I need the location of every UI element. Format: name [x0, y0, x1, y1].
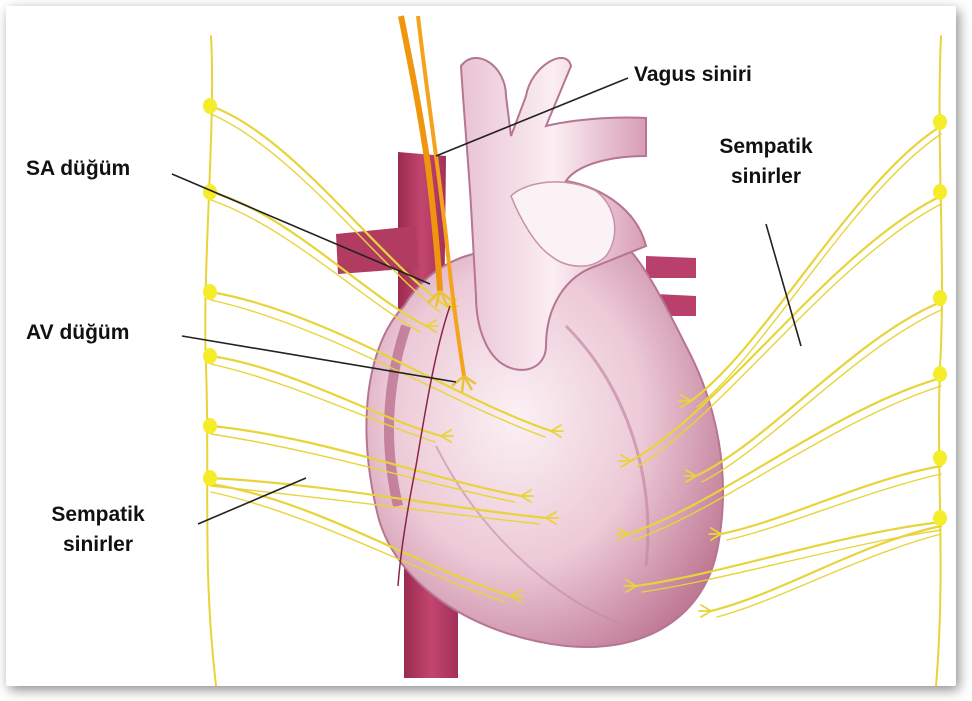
label-sympathetic-left-line2: sinirler: [40, 530, 156, 560]
ganglion: [933, 510, 947, 526]
nerve-ending: [699, 605, 711, 617]
ganglion: [933, 366, 947, 382]
label-sympathetic-right: Sempatik sinirler: [708, 132, 824, 192]
label-av-node: AV düğüm: [26, 318, 129, 348]
ganglion: [203, 348, 217, 364]
right-nerve-branch: [727, 474, 941, 540]
ganglion: [203, 284, 217, 300]
label-sympathetic-right-line1: Sempatik: [708, 132, 824, 162]
figure-frame: Vagus siniri SA düğüm AV düğüm Sempatik …: [6, 6, 956, 686]
label-sympathetic-right-line2: sinirler: [708, 162, 824, 192]
ganglion: [203, 470, 217, 486]
right-nerve-branch: [702, 310, 941, 482]
label-vagus-nerve: Vagus siniri: [634, 60, 752, 90]
ganglion: [933, 450, 947, 466]
ganglion: [933, 290, 947, 306]
ganglion: [933, 114, 947, 130]
right-nerve-branch: [721, 466, 941, 534]
right-nerve-branch: [696, 302, 941, 476]
ganglion: [933, 184, 947, 200]
label-sympathetic-left-line1: Sempatik: [40, 500, 156, 530]
right-nerve-branch: [711, 526, 941, 611]
label-sympathetic-left: Sempatik sinirler: [40, 500, 156, 560]
right-nerve-branch: [717, 534, 941, 617]
heart-innervation-diagram: [6, 6, 956, 686]
ganglion: [203, 98, 217, 114]
label-sa-node: SA düğüm: [26, 154, 130, 184]
ganglion: [203, 418, 217, 434]
